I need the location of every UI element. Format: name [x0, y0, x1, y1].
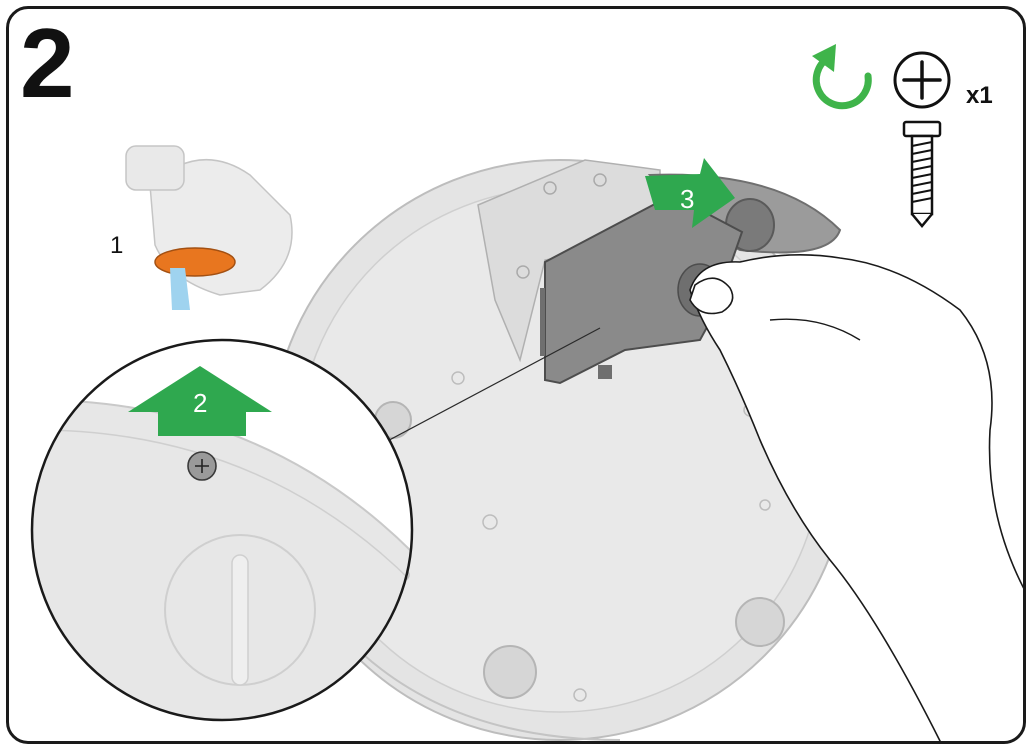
phillips-screwdriver-icon	[895, 53, 949, 107]
wheel	[736, 598, 784, 646]
wheel	[484, 646, 536, 698]
screw-head	[188, 452, 216, 480]
screw-icon	[904, 122, 940, 226]
counterclockwise-rotate-icon	[812, 44, 868, 106]
step-number: 2	[20, 14, 73, 112]
brush-bar	[155, 248, 235, 276]
callout-step-1: 1	[110, 232, 123, 260]
callout-step-3: 3	[680, 184, 694, 215]
screw-quantity: x1	[966, 82, 993, 110]
zoom-detail	[20, 340, 420, 740]
inset-brush-roll	[126, 146, 292, 310]
callout-step-2: 2	[193, 388, 207, 419]
